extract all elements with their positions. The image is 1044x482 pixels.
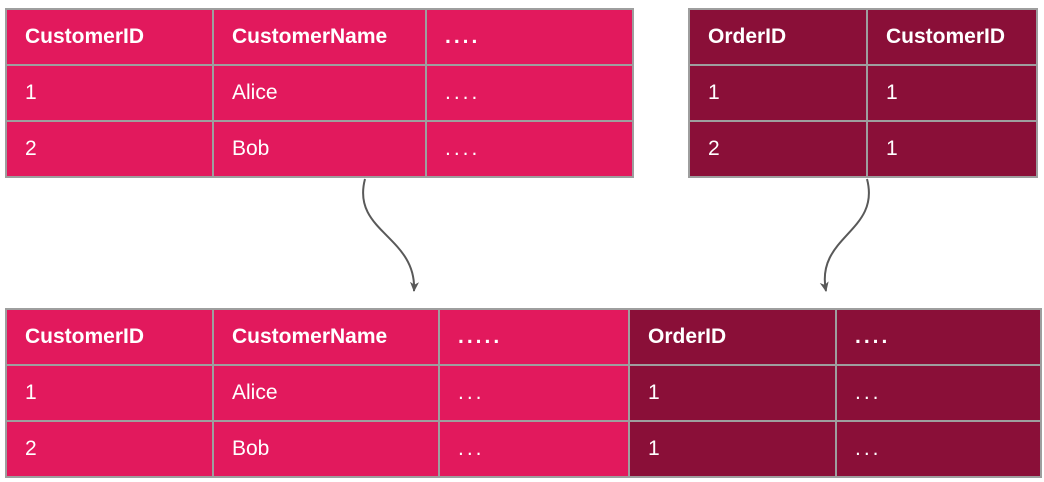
cell: 1 <box>628 364 837 422</box>
table-row: 1 Alice .... <box>5 64 634 122</box>
joined-header-row: CustomerID CustomerName ..... OrderID ..… <box>5 308 1042 366</box>
curved-arrow-orders-to-join <box>819 178 870 292</box>
curved-arrow-customers-to-join <box>362 178 419 292</box>
cell: .... <box>425 120 634 178</box>
col-header-more: .... <box>425 8 634 66</box>
customers-header-row: CustomerID CustomerName .... <box>5 8 634 66</box>
col-header-customerid: CustomerID <box>5 8 214 66</box>
cell: 1 <box>5 364 214 422</box>
cell: 1 <box>866 64 1038 122</box>
col-header-customername: CustomerName <box>212 308 440 366</box>
table-row: 1 Alice ... 1 ... <box>5 364 1042 422</box>
orders-table: OrderID CustomerID 1 1 2 1 <box>688 8 1038 178</box>
cell: Bob <box>212 120 427 178</box>
cell: Bob <box>212 420 440 478</box>
cell: .... <box>425 64 634 122</box>
col-header-orderid: OrderID <box>628 308 837 366</box>
orders-header-row: OrderID CustomerID <box>688 8 1038 66</box>
cell: Alice <box>212 64 427 122</box>
cell: ... <box>438 364 630 422</box>
cell: 2 <box>5 420 214 478</box>
table-row: 1 1 <box>688 64 1038 122</box>
cell: 1 <box>628 420 837 478</box>
cell: Alice <box>212 364 440 422</box>
cell: ... <box>438 420 630 478</box>
col-header-customername: CustomerName <box>212 8 427 66</box>
customers-table: CustomerID CustomerName .... 1 Alice ...… <box>5 8 634 178</box>
cell: ... <box>835 364 1042 422</box>
table-row: 2 1 <box>688 120 1038 178</box>
col-header-customerid: CustomerID <box>5 308 214 366</box>
cell: 1 <box>688 64 868 122</box>
cell: 2 <box>5 120 214 178</box>
cell: 1 <box>866 120 1038 178</box>
table-row: 2 Bob ... 1 ... <box>5 420 1042 478</box>
col-header-customerid: CustomerID <box>866 8 1038 66</box>
cell: 2 <box>688 120 868 178</box>
col-header-more: ..... <box>438 308 630 366</box>
joined-table: CustomerID CustomerName ..... OrderID ..… <box>5 308 1042 478</box>
col-header-orderid: OrderID <box>688 8 868 66</box>
cell: 1 <box>5 64 214 122</box>
table-row: 2 Bob .... <box>5 120 634 178</box>
cell: ... <box>835 420 1042 478</box>
col-header-more: .... <box>835 308 1042 366</box>
